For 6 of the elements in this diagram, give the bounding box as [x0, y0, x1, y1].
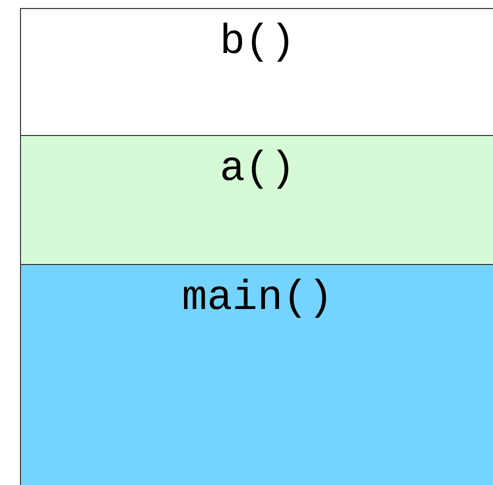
function-name: a() [220, 148, 296, 190]
function-name: main() [182, 277, 334, 319]
stack-frame [20, 135, 493, 265]
stack-frame [20, 8, 493, 136]
function-name: b() [220, 21, 296, 63]
stack-frame [20, 264, 493, 485]
